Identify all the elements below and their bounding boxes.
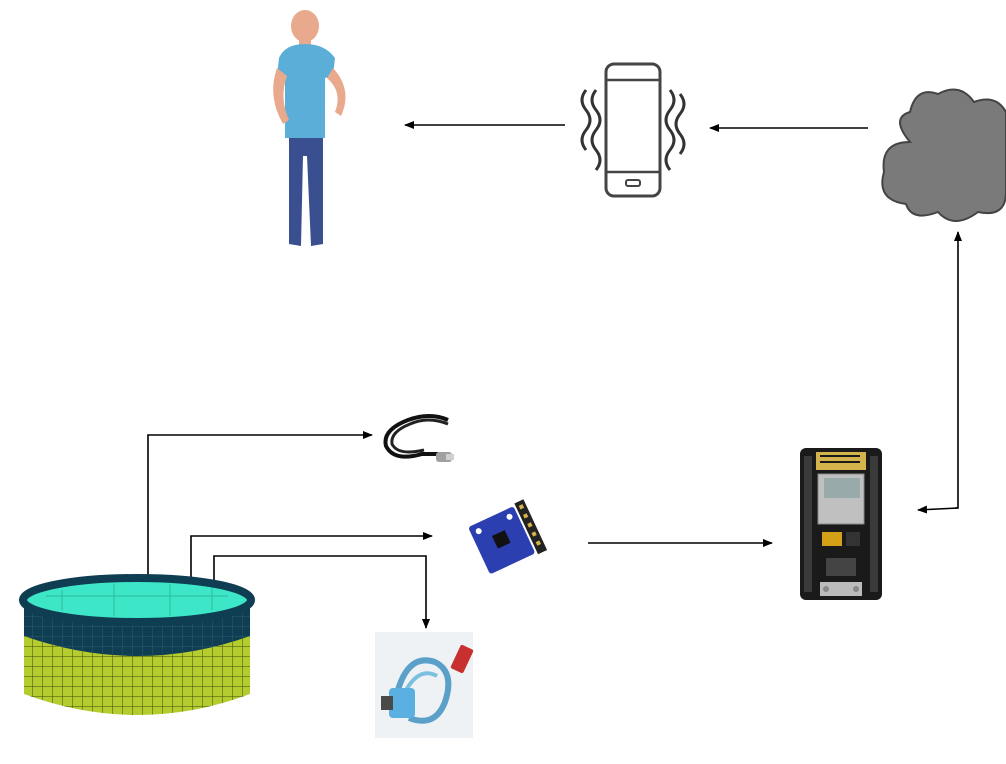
edge-tank-to-gyro-sensor — [190, 532, 433, 580]
edge-microcontroller-to-cloud — [954, 231, 962, 509]
smartphone-icon — [580, 62, 686, 198]
edges — [147, 121, 962, 629]
edge-tank-to-ph-sensor — [213, 555, 430, 629]
edge-into-microcontroller-from-cloud-line — [917, 505, 959, 514]
ph-probe-icon — [375, 632, 474, 738]
edge-tank-to-temperature-sensor — [147, 431, 373, 580]
person-icon — [273, 10, 346, 246]
tank-icon — [19, 574, 255, 715]
temperature-probe-icon — [383, 414, 454, 462]
nodemcu-board-icon — [800, 448, 882, 600]
sensor-module-icon — [469, 499, 548, 574]
cloud-icon — [881, 88, 1006, 222]
